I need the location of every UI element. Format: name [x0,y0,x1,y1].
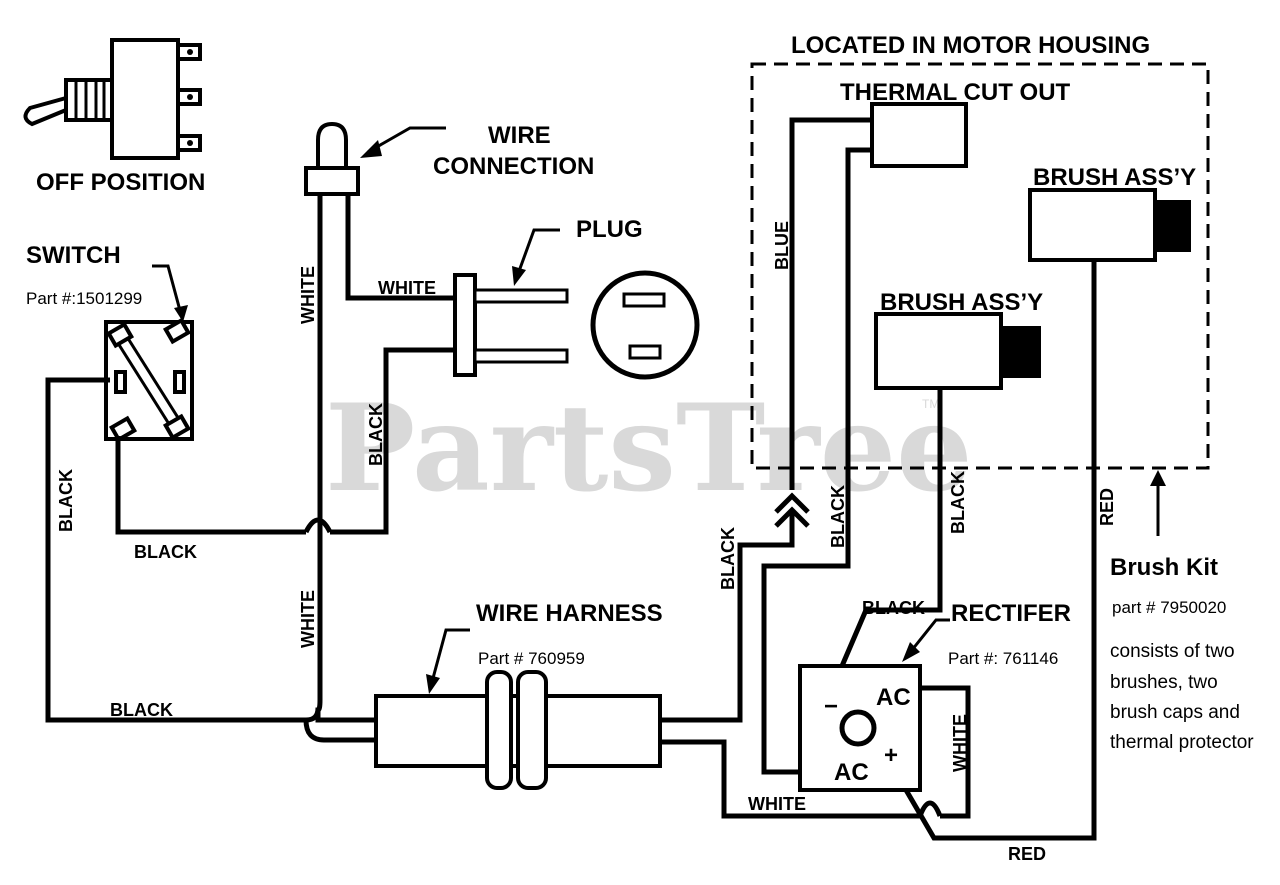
rectifier-icon [798,664,922,792]
plug-icon [453,270,700,380]
wire-label-white-top: WHITE [298,266,318,324]
toggle-switch-off-icon [23,38,202,160]
wire-label-black-harness: BLACK [718,527,738,590]
wire-label-black-bottom: BLACK [110,700,173,720]
rectifier-minus: − [824,693,838,720]
wire-harness-label: WIRE HARNESS [476,600,663,627]
rectifier-label: RECTIFER [951,600,1071,627]
rectifier-plus: + [884,742,898,769]
wire-label-white-bottom-right: WHITE [748,794,806,814]
brush-assy-top-icon [1028,188,1191,262]
brush-kit-desc-2: brushes, two [1110,672,1218,693]
thermal-cut-out-label: THERMAL CUT OUT [840,79,1071,106]
wire-label-black-thermal: BLACK [828,485,848,548]
switch-pointer-arrow [152,264,184,319]
wire-label-red-right: RED [1097,488,1117,526]
wire-connection-label-2: CONNECTION [433,153,594,180]
wire-label-white-rectifier: WHITE [950,714,970,772]
brush-kit-desc-3: brush caps and [1110,702,1240,723]
wire-label-black-brush: BLACK [948,471,968,534]
brush-kit-desc-1: consists of two [1110,641,1235,662]
wire-label-white-bottom: WHITE [298,590,318,648]
brush-assy-mid-label: BRUSH ASS’Y [880,289,1043,316]
wire-label-black-switch: BLACK [134,542,197,562]
motor-housing-outline [750,62,1210,470]
rectifier-ac-top: AC [876,684,911,711]
brush-kit-label: Brush Kit [1110,554,1218,581]
motor-housing-label: LOCATED IN MOTOR HOUSING [791,32,1150,59]
wire-label-blue: BLUE [772,221,792,270]
wire-harness-part-label: Part # 760959 [478,649,585,668]
wire-label-red-bottom: RED [1008,844,1046,864]
watermark: PartsTree [325,378,972,519]
switch-part-label: Part #:1501299 [26,289,142,308]
wire-label-black-left: BLACK [56,469,76,532]
plug-label: PLUG [576,216,643,243]
brush-kit-desc-4: thermal protector [1110,732,1254,753]
wire-label-black-rectifier: BLACK [862,598,925,618]
watermark-tm: TM [922,397,939,411]
brush-assy-top-label: BRUSH ASS’Y [1033,164,1196,191]
thermal-cut-out-icon [870,102,968,168]
off-position-label: OFF POSITION [36,169,205,196]
brush-kit-part-label: part # 7950020 [1112,598,1226,617]
wire-label-white-plug: WHITE [378,278,436,298]
switch-label: SWITCH [26,242,121,269]
rectifier-part-label: Part #: 761146 [948,649,1058,668]
wire-harness-icon [374,670,662,790]
wire-connection-icon [304,121,360,196]
wire-connection-label-1: WIRE [488,122,551,149]
rectifier-ac-bottom: AC [834,759,869,786]
switch-icon [104,317,194,443]
brush-assy-mid-icon [874,312,1041,390]
wire-label-black-plug: BLACK [366,403,386,466]
